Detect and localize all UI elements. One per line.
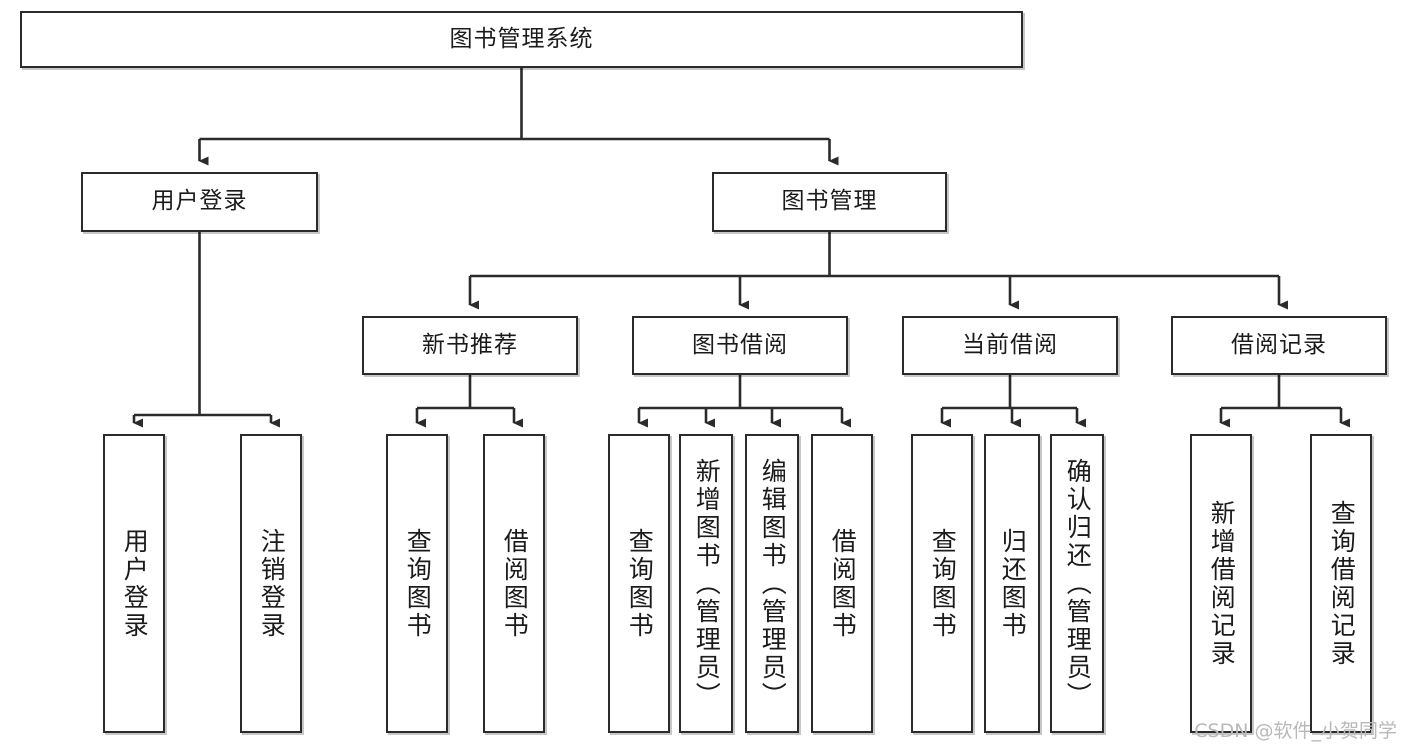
node-user-login-module[interactable]: 用户登录 [81,172,318,232]
node-label: 图书借阅 [692,331,788,358]
node-leaf-add-book-admin[interactable]: 新增图书（管理员） [679,434,733,733]
node-new-book-recommend[interactable]: 新书推荐 [362,316,578,375]
node-label: 新书推荐 [422,331,518,358]
node-leaf-new-borrow-book[interactable]: 借阅图书 [483,434,545,733]
node-leaf-add-borrow-record[interactable]: 新增借阅记录 [1190,434,1252,733]
node-root[interactable]: 图书管理系统 [20,11,1023,68]
node-leaf-new-query-book[interactable]: 查询图书 [386,434,448,733]
node-label: 当前借阅 [962,331,1058,358]
node-label: 新增借阅记录 [1207,499,1237,668]
node-book-borrow[interactable]: 图书借阅 [632,316,848,375]
node-leaf-query-borrow-record[interactable]: 查询借阅记录 [1310,434,1372,733]
node-leaf-borrow-query-book[interactable]: 查询图书 [608,434,670,733]
node-label: 查询图书 [625,527,655,640]
node-label: 查询图书 [403,527,433,640]
node-book-management-module[interactable]: 图书管理 [712,172,947,232]
node-borrow-record[interactable]: 借阅记录 [1171,316,1387,375]
node-current-borrow[interactable]: 当前借阅 [902,316,1118,375]
node-label: 用户登录 [120,527,150,640]
node-leaf-current-query-book[interactable]: 查询图书 [911,434,973,733]
node-label: 图书管理 [781,188,878,215]
node-label: 查询图书 [928,527,958,640]
node-label: 归还图书 [998,527,1028,640]
node-leaf-user-login[interactable]: 用户登录 [103,434,165,733]
node-leaf-confirm-return-admin[interactable]: 确认归还（管理员） [1050,434,1104,733]
node-label: 新增图书（管理员） [692,457,722,710]
node-leaf-return-book[interactable]: 归还图书 [984,434,1040,733]
node-leaf-edit-book-admin[interactable]: 编辑图书（管理员） [745,434,799,733]
node-label: 注销登录 [257,527,287,640]
node-leaf-user-logout[interactable]: 注销登录 [240,434,302,733]
node-label: 查询借阅记录 [1327,499,1357,668]
node-leaf-borrow-book[interactable]: 借阅图书 [811,434,873,733]
node-label: 确认归还（管理员） [1063,457,1093,710]
node-root-label: 图书管理系统 [449,25,594,52]
node-label: 借阅记录 [1231,331,1327,358]
node-label: 用户登录 [151,188,248,215]
node-label: 借阅图书 [828,527,858,640]
node-label: 借阅图书 [500,527,530,640]
node-label: 编辑图书（管理员） [758,457,788,710]
